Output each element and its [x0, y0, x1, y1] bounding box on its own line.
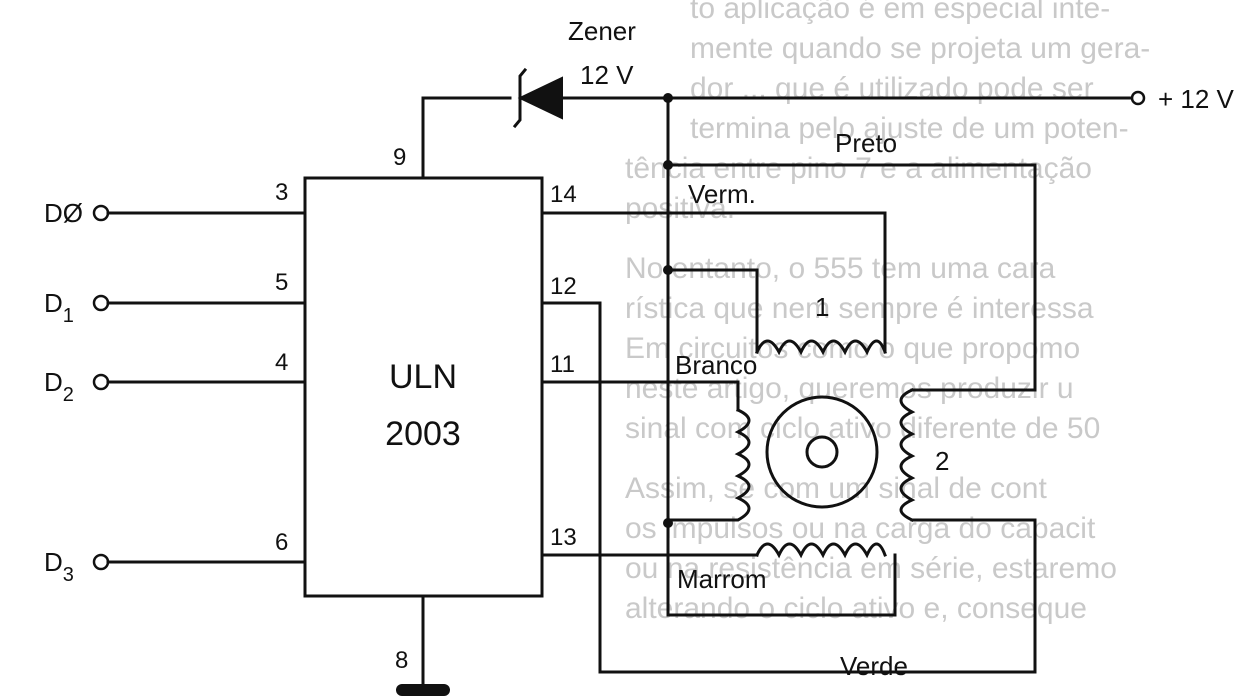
verde-label: Verde	[840, 651, 908, 681]
chip-label-line2: 2003	[385, 415, 461, 453]
input-d1: D1 5	[44, 269, 307, 327]
input-d0: DØ 3	[44, 179, 307, 228]
preto-label: Preto	[835, 128, 897, 158]
verm-wire	[540, 211, 887, 354]
marrom-label: Marrom	[677, 564, 767, 594]
pin13-label: 13	[550, 524, 577, 551]
input-label-d3: D3	[44, 547, 74, 586]
coil1-label: 1	[815, 292, 829, 322]
coil1-winding	[755, 339, 887, 356]
bg-line: positiva.	[625, 192, 735, 225]
ground-icon	[396, 684, 450, 696]
pin5-label: 5	[275, 269, 288, 296]
pin12-label: 12	[550, 273, 577, 300]
input-label-d1: D1	[44, 288, 74, 327]
pin3-label: 3	[275, 179, 288, 206]
zener-voltage-label: 12 V	[580, 60, 634, 90]
supply-label: + 12 V	[1158, 84, 1235, 114]
pin8-label: 8	[395, 647, 408, 674]
motor-rotor	[765, 395, 879, 509]
verde-wire	[540, 301, 1037, 674]
bg-line: sinal com ciclo ativo diferente de 50	[625, 412, 1100, 445]
supply-terminal[interactable]	[1130, 90, 1146, 106]
input-terminal-d0[interactable]	[92, 204, 110, 222]
preto-wire	[666, 163, 1037, 392]
input-terminal-d1[interactable]	[92, 294, 110, 312]
background-page-text: to aplicação é em especial inte- mente q…	[625, 0, 1150, 625]
verm-label: Verm.	[688, 179, 756, 209]
pin9-label: 9	[393, 144, 406, 171]
bg-line: to aplicação é em especial inte-	[690, 0, 1110, 25]
zener-label: Zener	[568, 16, 636, 46]
bg-line: alterando o ciclo ativo e, conseque	[625, 592, 1087, 625]
coil2-label: 2	[935, 446, 949, 476]
branco-label: Branco	[675, 350, 757, 380]
input-label-d2: D2	[44, 367, 74, 406]
zener-diode-icon	[512, 67, 670, 129]
bg-line: tência entre pino 7 e a alimentação	[625, 152, 1092, 185]
pin6-label: 6	[275, 529, 288, 556]
input-terminal-d3[interactable]	[92, 553, 110, 571]
pin4-label: 4	[275, 349, 288, 376]
junction-dot	[663, 93, 673, 103]
motor-shaft	[805, 435, 839, 469]
pin11-label: 11	[550, 351, 575, 378]
bg-line: termina pelo ajuste de um poten-	[690, 112, 1129, 145]
branco-wire	[540, 380, 740, 412]
coil-left-winding	[666, 408, 751, 522]
bg-line: dor ... que é utilizado pode ser	[690, 72, 1094, 105]
pin14-label: 14	[550, 181, 577, 208]
input-d2: D2 4	[44, 349, 307, 406]
input-terminal-d2[interactable]	[92, 373, 110, 391]
bg-line: mente quando se projeta um gera-	[690, 32, 1150, 65]
coil-bottom-winding	[755, 542, 887, 559]
coil2-winding	[899, 388, 916, 522]
bg-line: Assim, se com um sinal de cont	[625, 472, 1047, 505]
coil1-lead	[666, 268, 759, 354]
pin9-wire	[421, 96, 512, 180]
bg-line: Em circuitos como o que propomo	[625, 332, 1080, 365]
input-d3: D3 6	[44, 529, 307, 586]
uln2003-chip	[303, 176, 544, 598]
bg-line: os impulsos ou na carga do capacit	[625, 512, 1096, 545]
chip-label-line1: ULN	[389, 358, 457, 396]
bg-line: rística que nem sempre é interessa	[625, 292, 1094, 325]
input-label-d0: DØ	[44, 198, 83, 228]
common-vertical-wire	[666, 96, 897, 617]
